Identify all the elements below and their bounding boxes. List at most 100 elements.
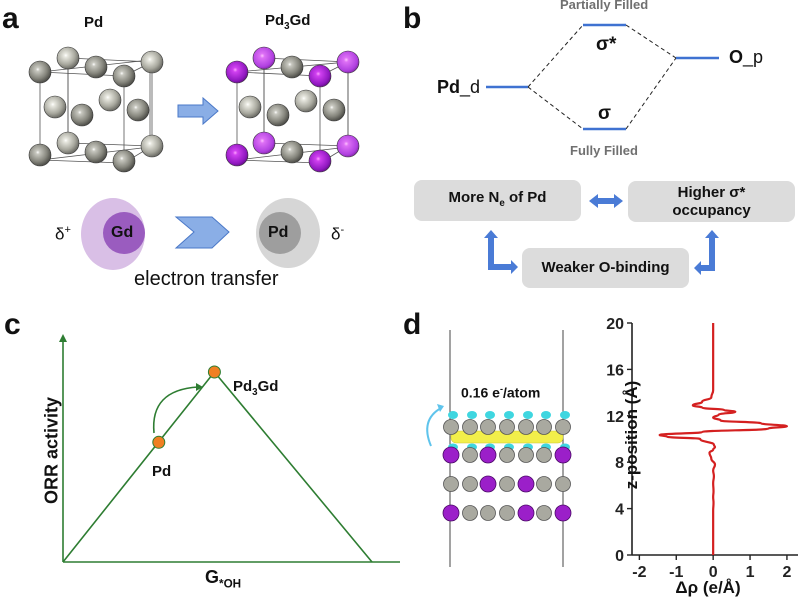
more-electrons-sub: e	[499, 197, 505, 209]
pd3gd-title-main: Pd	[265, 12, 285, 29]
pd-atom	[499, 447, 515, 463]
delta-minus-sign: -	[340, 224, 345, 236]
gd-atom	[517, 475, 535, 493]
depletion-lobe	[523, 411, 533, 419]
gd-atom	[517, 504, 535, 522]
annotation-tail: /atom	[502, 384, 541, 401]
delta-minus-label: δ-	[331, 224, 344, 245]
transform-arrow-icon	[177, 96, 219, 126]
charge-flow-arrow-icon	[426, 407, 442, 447]
delta-plus-symbol: δ	[55, 224, 65, 244]
panel-a-letter: a	[2, 2, 19, 35]
pd3gd-title-tail: Gd	[289, 12, 311, 29]
fully-filled-label: Fully Filled	[570, 143, 638, 158]
pd-structure-title: Pd	[84, 14, 104, 31]
pd-d-bold: Pd	[437, 77, 461, 97]
pd-atom	[443, 476, 459, 492]
x-tick-label: 1	[746, 564, 755, 581]
pd3gd-atoms	[225, 46, 360, 173]
gd-ion-label: Gd	[111, 224, 134, 241]
pd-atom	[536, 476, 552, 492]
pd-atom	[518, 447, 534, 463]
pd-atom	[536, 419, 552, 435]
depletion-lobe	[541, 411, 551, 419]
volcano-plot	[59, 334, 400, 563]
o-p-tail: _p	[743, 47, 764, 67]
gd-atom	[442, 504, 460, 522]
g-oh-sub: *OH	[219, 577, 242, 591]
pd-atom	[555, 419, 571, 435]
pd-atom	[518, 419, 534, 435]
pd-atom	[462, 476, 478, 492]
more-electrons-main: More N	[448, 188, 500, 206]
x-tick-label: -1	[669, 564, 683, 581]
energy-levels	[486, 23, 719, 131]
data-point-pd3gd	[207, 365, 221, 379]
gd-atom	[442, 446, 460, 464]
weaker-binding-box: Weaker O-binding	[522, 248, 689, 288]
gd-atom	[554, 504, 572, 522]
pd-atom	[536, 505, 552, 521]
sigma-star-label: σ*	[596, 34, 617, 55]
depletion-lobe	[448, 411, 458, 419]
g-oh-main: G	[205, 567, 220, 587]
pd-atoms	[28, 46, 164, 173]
pd-d-tail: _d	[460, 77, 481, 97]
electron-transfer-caption: electron transfer	[134, 268, 279, 290]
annotation-main: 0.16 e	[461, 384, 500, 401]
gd-atom	[479, 446, 497, 464]
panel-a-graphics	[28, 46, 360, 270]
x-tick-label: 2	[782, 564, 791, 581]
more-electrons-tail: of Pd	[504, 188, 547, 206]
pd-atom	[555, 476, 571, 492]
depletion-lobe	[467, 411, 477, 419]
charge-transfer-annotation: 0.16 e-/atom	[461, 384, 540, 401]
pd-atom	[499, 505, 515, 521]
sigma-label: σ	[598, 103, 611, 124]
panel-c-letter: c	[4, 308, 21, 341]
pd3gd-point-sub: 3	[252, 387, 258, 398]
y-tick-label: 16	[606, 362, 624, 379]
pd-core	[259, 212, 301, 254]
pd-atom	[480, 505, 496, 521]
depletion-lobe	[485, 411, 495, 419]
y-tick-label: 20	[606, 316, 624, 333]
pd3gd-point-tail: Gd	[257, 378, 279, 395]
y-tick-label: 4	[615, 502, 624, 519]
panel-b-letter: b	[403, 2, 422, 35]
o-p-bold: O	[729, 47, 744, 67]
y-tick-label: 12	[606, 409, 624, 426]
charge-flow-arrowhead-icon	[437, 404, 444, 412]
double-arrow-icon	[589, 194, 623, 208]
slab-structure	[426, 330, 572, 567]
o-p-label: O_p	[729, 47, 763, 68]
left-elbow-arrow-icon	[484, 230, 518, 274]
x-tick-label: -2	[632, 564, 646, 581]
delta-minus-symbol: δ	[331, 224, 341, 244]
pd-atom	[499, 419, 515, 435]
higher-occupancy-box: Higher σ*occupancy	[628, 181, 795, 222]
pd-point-label: Pd	[152, 463, 172, 480]
delta-rho-xlabel: Δρ (e/Å)	[675, 578, 741, 597]
y-tick-label: 8	[615, 455, 624, 472]
pd-atom	[462, 505, 478, 521]
gd-atom	[554, 446, 572, 464]
pd3gd-point-main: Pd	[233, 378, 253, 395]
pd-atom	[462, 447, 478, 463]
panel-d-letter: d	[403, 308, 422, 341]
delta-plus-label: δ+	[55, 224, 71, 245]
electron-transfer-chevron-icon	[174, 216, 230, 249]
pd3gd-structure-title: Pd3Gd	[265, 12, 310, 32]
pd3gd-point-label: Pd3Gd	[233, 378, 278, 398]
charge-density-curve	[658, 323, 789, 555]
z-position-ylabel: z-position (Å)	[622, 380, 641, 490]
depletion-lobe	[504, 411, 514, 419]
more-electrons-box: More Ne of Pd	[414, 180, 581, 221]
pd-atom	[443, 419, 459, 435]
delta-plus-sign: +	[64, 224, 71, 236]
x-tick-label: 0	[709, 564, 718, 581]
right-elbow-arrow-icon	[694, 230, 719, 275]
gd-atom	[479, 475, 497, 493]
pd-ion-label: Pd	[268, 224, 289, 241]
improvement-arrowhead-icon	[196, 383, 203, 391]
